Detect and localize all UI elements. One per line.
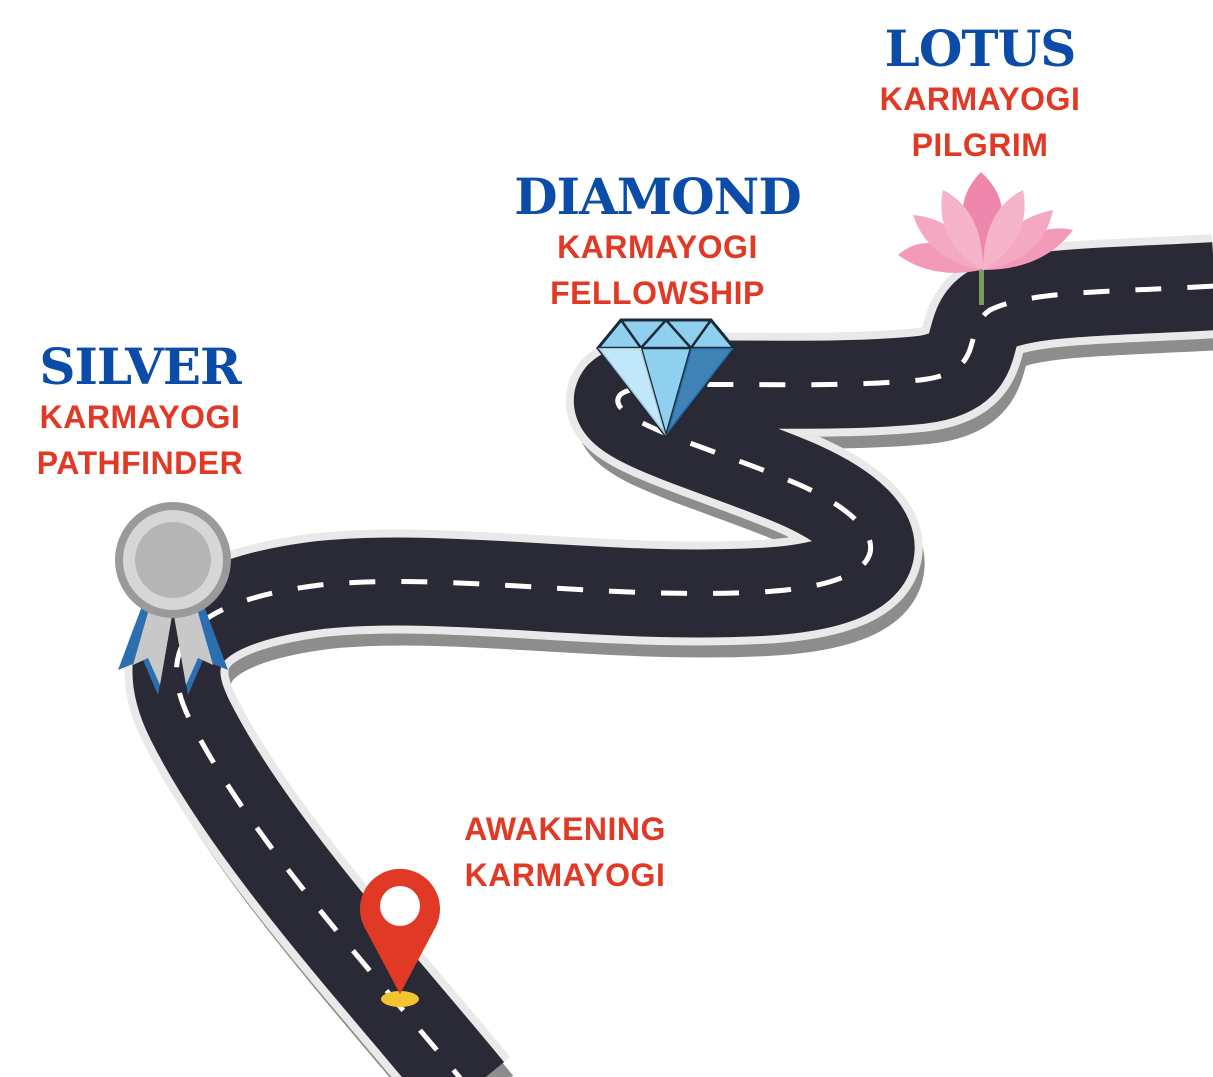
- milestone-diamond: DIAMOND KARMAYOGI FELLOWSHIP: [510, 170, 805, 316]
- milestone-title: KARMAYOGI: [879, 81, 1081, 117]
- silver-medal-icon: [115, 502, 231, 695]
- milestone-lotus: LOTUS KARMAYOGI PILGRIM: [860, 22, 1100, 168]
- milestone-level: SILVER: [39, 337, 241, 396]
- milestone-level: DIAMOND: [514, 167, 802, 226]
- milestone-subtitle: FELLOWSHIP: [550, 275, 765, 311]
- milestone-title: AWAKENING: [464, 811, 666, 847]
- milestone-title: KARMAYOGI: [39, 399, 241, 435]
- milestone-awakening: AWAKENING KARMAYOGI: [440, 806, 690, 898]
- milestone-subtitle: PATHFINDER: [36, 445, 244, 481]
- map-pin-icon: [360, 868, 440, 1007]
- milestone-title: KARMAYOGI: [557, 229, 758, 265]
- milestone-level: LOTUS: [884, 19, 1077, 78]
- diamond-icon: [596, 318, 736, 438]
- milestone-subtitle: KARMAYOGI: [464, 857, 666, 893]
- lotus-icon: [898, 172, 1073, 305]
- milestone-subtitle: PILGRIM: [911, 127, 1049, 163]
- milestone-silver: SILVER KARMAYOGI PATHFINDER: [20, 340, 260, 486]
